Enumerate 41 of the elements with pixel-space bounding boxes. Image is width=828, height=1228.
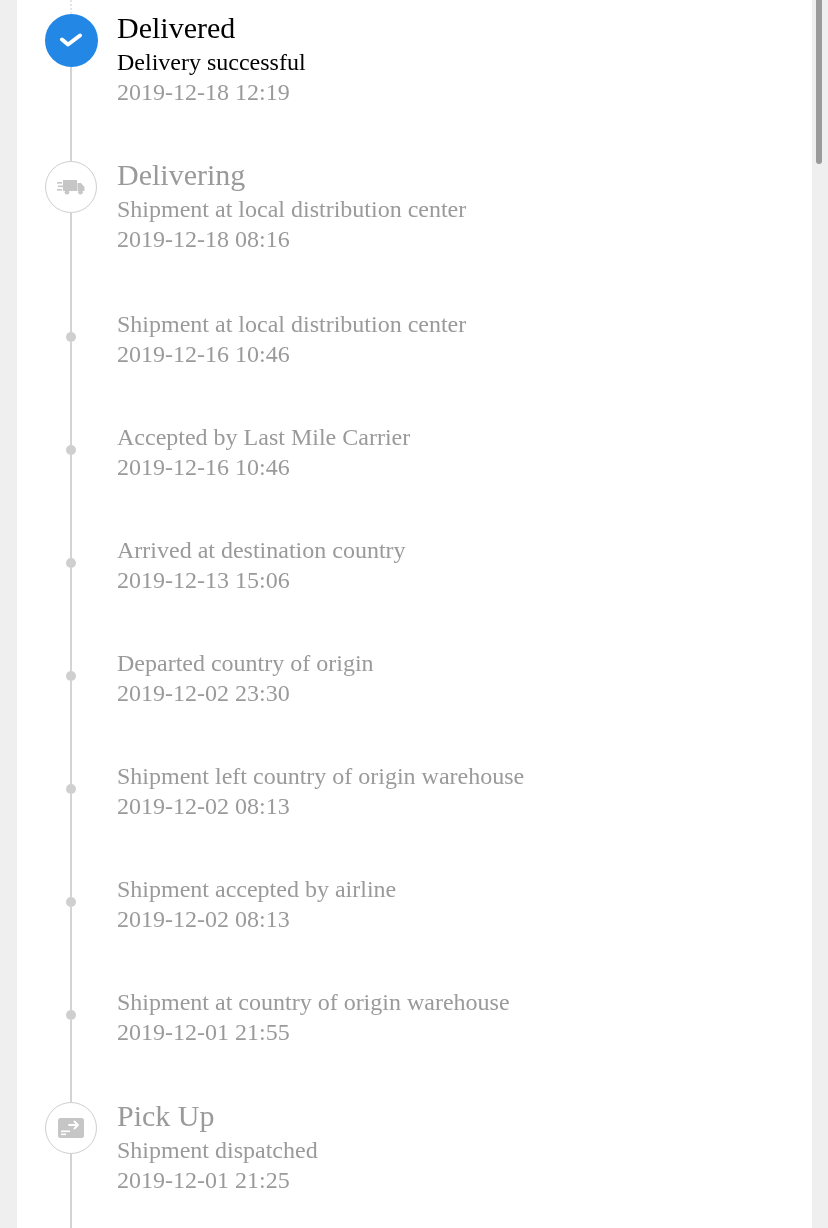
- event-status: Shipment accepted by airline: [117, 874, 397, 904]
- timeline-line: [70, 793, 72, 898]
- timeline-dot: [66, 558, 76, 568]
- event-timestamp: 2019-12-02 23:30: [117, 678, 290, 708]
- event-status: Shipment left country of origin warehouse: [117, 761, 525, 791]
- event-timestamp: 2019-12-01 21:55: [117, 1017, 290, 1047]
- timeline-line: [70, 212, 72, 333]
- event-timestamp: 2019-12-13 15:06: [117, 565, 290, 595]
- timeline-line: [70, 341, 72, 446]
- timeline-dot: [66, 1010, 76, 1020]
- event-status: Shipment at local distribution center: [117, 195, 467, 224]
- event-status: Accepted by Last Mile Carrier: [117, 422, 411, 452]
- timeline-line: [70, 65, 72, 162]
- timeline-line: [70, 567, 72, 672]
- event-timestamp: 2019-12-02 08:13: [117, 904, 290, 934]
- truck-icon: [45, 161, 97, 213]
- timeline-line: [70, 454, 72, 559]
- timeline-dot: [66, 784, 76, 794]
- event-status: Shipment at local distribution center: [117, 309, 467, 339]
- timeline-line: [70, 680, 72, 785]
- timeline-line: [70, 1019, 72, 1103]
- event-title: Delivering: [117, 157, 246, 193]
- event-status: Delivery successful: [117, 48, 306, 77]
- event-timestamp: 2019-12-18 08:16: [117, 225, 290, 254]
- timeline-dot: [66, 332, 76, 342]
- event-timestamp: 2019-12-18 12:19: [117, 78, 290, 107]
- timeline-dot: [66, 445, 76, 455]
- timeline-dot: [66, 897, 76, 907]
- event-status: Shipment at country of origin warehouse: [117, 987, 510, 1017]
- event-timestamp: 2019-12-16 10:46: [117, 452, 290, 482]
- event-timestamp: 2019-12-01 21:25: [117, 1166, 290, 1195]
- event-status: Arrived at destination country: [117, 535, 406, 565]
- event-status: Departed country of origin: [117, 648, 374, 678]
- event-timestamp: 2019-12-02 08:13: [117, 791, 290, 821]
- event-title: Pick Up: [117, 1098, 215, 1134]
- timeline-dot: [66, 671, 76, 681]
- event-timestamp: 2019-12-16 10:46: [117, 339, 290, 369]
- event-status: Shipment dispatched: [117, 1136, 318, 1165]
- event-title: Delivered: [117, 10, 236, 46]
- timeline-line: [70, 906, 72, 1011]
- timeline-line: [70, 1153, 72, 1228]
